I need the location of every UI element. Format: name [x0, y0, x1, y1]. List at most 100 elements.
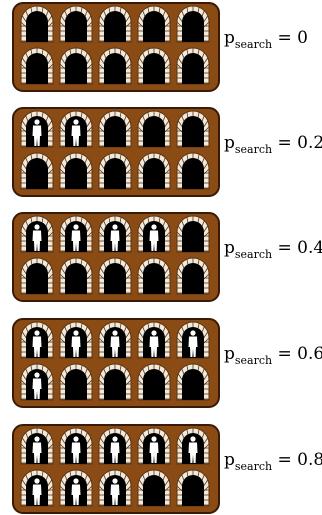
- person-icon: [71, 478, 81, 505]
- occupied-doorway: [98, 321, 132, 359]
- doorway-opening: [104, 53, 126, 84]
- person-icon: [188, 436, 198, 463]
- doorway-opening: [182, 53, 204, 84]
- panel-p08: psearch = 0.8: [0, 424, 322, 514]
- empty-doorway: [20, 5, 54, 43]
- doorway-opening: [143, 369, 165, 400]
- panel-p0: psearch = 0: [0, 2, 322, 92]
- empty-doorway: [176, 47, 210, 85]
- empty-doorway: [137, 152, 171, 190]
- occupied-doorway: [59, 469, 93, 507]
- empty-doorway: [98, 152, 132, 190]
- occupied-doorway: [20, 321, 54, 359]
- person-icon: [32, 478, 42, 505]
- empty-doorway: [137, 47, 171, 85]
- person-icon: [71, 330, 81, 357]
- empty-doorway: [137, 363, 171, 401]
- doorway-grid: [12, 318, 220, 408]
- doorway-opening: [182, 158, 204, 189]
- doorway-opening: [182, 116, 204, 147]
- doorway-opening: [143, 53, 165, 84]
- person-icon: [32, 372, 42, 399]
- p-search-label: psearch = 0: [224, 28, 308, 51]
- doorway-opening: [65, 263, 87, 294]
- empty-doorway: [176, 152, 210, 190]
- doorway-opening: [26, 158, 48, 189]
- doorway-opening: [104, 11, 126, 42]
- doorway-opening: [104, 263, 126, 294]
- person-icon: [149, 436, 159, 463]
- doorway-opening: [182, 11, 204, 42]
- occupied-doorway: [176, 321, 210, 359]
- doorway-opening: [104, 369, 126, 400]
- occupied-doorway: [59, 110, 93, 148]
- doorway-opening: [104, 116, 126, 147]
- panel-p06: psearch = 0.6: [0, 318, 322, 408]
- empty-doorway: [176, 5, 210, 43]
- doorway-opening: [182, 475, 204, 506]
- person-icon: [32, 436, 42, 463]
- p-search-label: psearch = 0.4: [224, 238, 322, 261]
- occupied-doorway: [59, 321, 93, 359]
- occupied-doorway: [59, 215, 93, 253]
- person-icon: [110, 330, 120, 357]
- panel-p02: psearch = 0.2: [0, 107, 322, 197]
- doorway-opening: [26, 263, 48, 294]
- empty-doorway: [176, 110, 210, 148]
- doorway-opening: [26, 53, 48, 84]
- panel-p04: psearch = 0.4: [0, 212, 322, 302]
- doorway-opening: [65, 11, 87, 42]
- person-icon: [110, 478, 120, 505]
- doorway-grid: [12, 212, 220, 302]
- occupied-doorway: [137, 215, 171, 253]
- p-search-label: psearch = 0.8: [224, 450, 322, 473]
- doorway-grid: [12, 424, 220, 514]
- empty-doorway: [20, 152, 54, 190]
- occupied-doorway: [98, 469, 132, 507]
- doorway-opening: [26, 11, 48, 42]
- occupied-doorway: [59, 427, 93, 465]
- doorway-opening: [65, 369, 87, 400]
- occupied-doorway: [20, 215, 54, 253]
- occupied-doorway: [137, 427, 171, 465]
- p-search-label: psearch = 0.2: [224, 133, 322, 156]
- doorway-opening: [143, 475, 165, 506]
- doorway-opening: [182, 221, 204, 252]
- doorway-opening: [182, 263, 204, 294]
- doorway-opening: [65, 53, 87, 84]
- empty-doorway: [98, 5, 132, 43]
- empty-doorway: [176, 257, 210, 295]
- person-icon: [149, 330, 159, 357]
- person-icon: [110, 436, 120, 463]
- empty-doorway: [59, 257, 93, 295]
- empty-doorway: [98, 363, 132, 401]
- doorway-opening: [143, 263, 165, 294]
- person-icon: [32, 330, 42, 357]
- occupied-doorway: [20, 427, 54, 465]
- empty-doorway: [137, 5, 171, 43]
- person-icon: [188, 330, 198, 357]
- empty-doorway: [59, 152, 93, 190]
- occupied-doorway: [176, 427, 210, 465]
- doorway-opening: [143, 11, 165, 42]
- empty-doorway: [59, 47, 93, 85]
- doorway-opening: [65, 158, 87, 189]
- empty-doorway: [59, 5, 93, 43]
- doorway-opening: [143, 116, 165, 147]
- empty-doorway: [176, 469, 210, 507]
- occupied-doorway: [20, 110, 54, 148]
- occupied-doorway: [137, 321, 171, 359]
- empty-doorway: [137, 257, 171, 295]
- empty-doorway: [98, 110, 132, 148]
- person-icon: [32, 119, 42, 146]
- occupied-doorway: [98, 427, 132, 465]
- empty-doorway: [176, 363, 210, 401]
- doorway-grid: [12, 107, 220, 197]
- empty-doorway: [98, 257, 132, 295]
- occupied-doorway: [98, 215, 132, 253]
- occupied-doorway: [20, 363, 54, 401]
- person-icon: [110, 224, 120, 251]
- empty-doorway: [137, 110, 171, 148]
- p-search-label: psearch = 0.6: [224, 344, 322, 367]
